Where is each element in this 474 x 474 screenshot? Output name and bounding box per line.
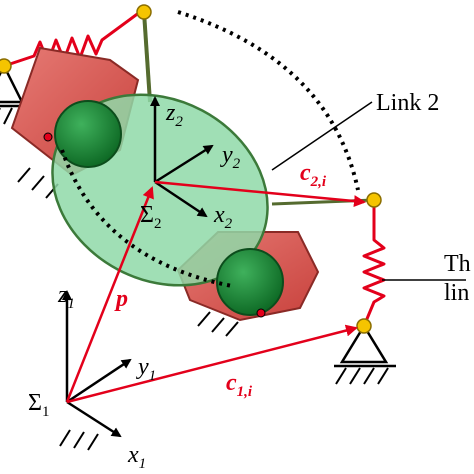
motion-arc-upper — [177, 10, 360, 191]
p-label: p — [114, 286, 128, 312]
vector-c1i — [66, 324, 358, 404]
right-spring — [362, 200, 386, 327]
z2-label: z2 — [165, 100, 183, 130]
lower-sphere — [216, 248, 284, 316]
top-pivot — [136, 4, 152, 20]
left-ground-pivot — [0, 58, 12, 74]
c1i-label: c1,i — [226, 370, 253, 400]
right-lower-pivot — [356, 318, 372, 334]
upper-sphere-contact-dot — [43, 132, 53, 142]
top-spring — [3, 10, 141, 68]
c2i-label: c2,i — [300, 160, 327, 190]
right-ground-support — [334, 323, 396, 385]
y2-label: y2 — [220, 142, 241, 172]
link2-leader — [271, 101, 373, 171]
vector-c2i — [154, 180, 366, 208]
lower-sphere-contact-dot — [256, 308, 266, 318]
x2-label: x2 — [213, 202, 233, 232]
spring-label-line2: lin — [444, 280, 469, 306]
sigma1-label: Σ1 — [28, 390, 49, 420]
frame-1-axes — [59, 290, 132, 451]
top-rod — [142, 11, 152, 103]
frame-2-axes — [150, 96, 214, 218]
z1-label: z1 — [57, 282, 75, 312]
upper-sphere — [54, 100, 122, 168]
link-2-label: Link 2 — [376, 90, 439, 116]
y1-label: y1 — [136, 354, 156, 384]
x1-label: x1 — [127, 442, 146, 472]
right-upper-pivot — [366, 192, 382, 208]
vector-p — [65, 186, 154, 403]
spring-label-line1: Th — [444, 251, 471, 277]
sigma2-label: Σ2 — [140, 202, 161, 232]
